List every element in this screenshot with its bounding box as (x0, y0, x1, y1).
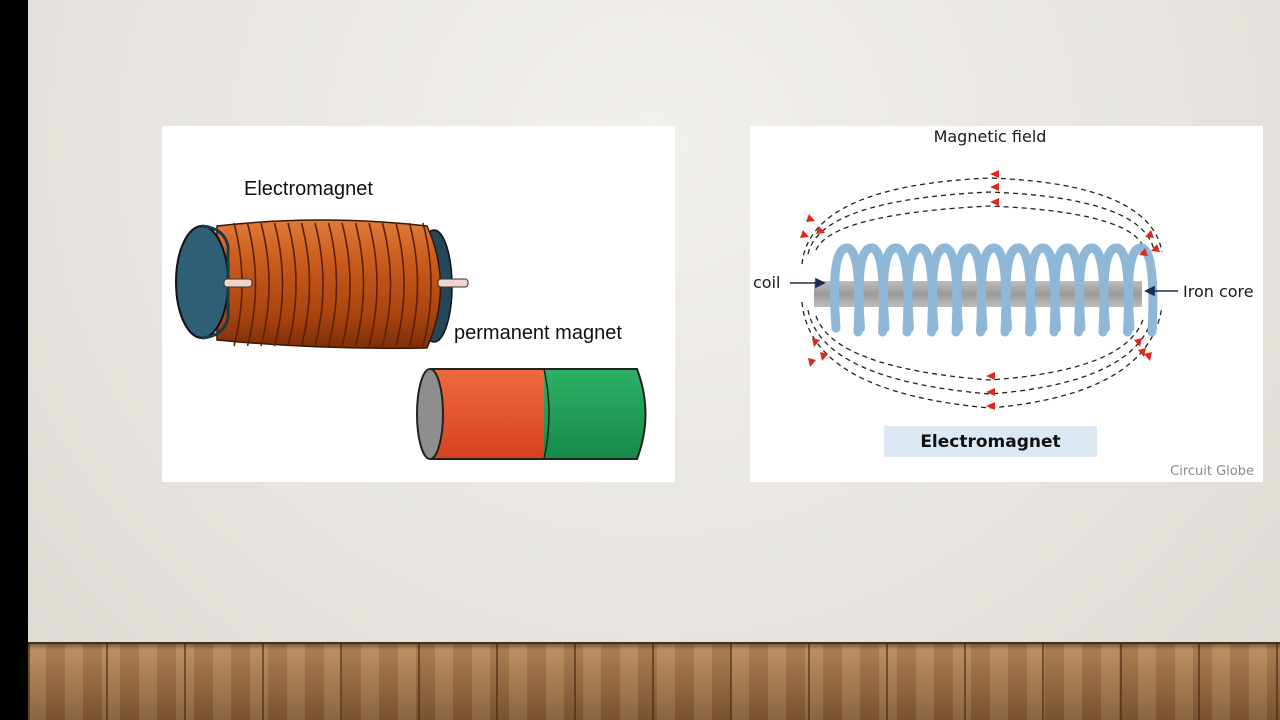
magnet-outline (430, 368, 647, 460)
field-arrow (1145, 230, 1154, 238)
field-arrow (1139, 248, 1148, 256)
copper-coil-body (216, 219, 442, 350)
field-arrow (1144, 352, 1152, 361)
field-arrow (816, 226, 825, 234)
copper-winding (246, 222, 257, 347)
right-diagram (790, 170, 1178, 410)
left-wire-lead (223, 278, 253, 288)
copper-winding (422, 222, 432, 347)
copper-winding (341, 222, 351, 347)
field-arrow (990, 183, 999, 191)
magnet-green-half (544, 369, 646, 459)
right-wire-lead (437, 278, 469, 288)
slide-background: Electromagnet permanent magnet (28, 0, 1280, 720)
magnet-divider (543, 368, 550, 460)
copper-winding (300, 222, 311, 347)
field-arrow (986, 402, 995, 410)
image-credit: Circuit Globe (1170, 464, 1254, 479)
blue-coil (830, 243, 1158, 337)
copper-winding (381, 222, 392, 347)
copper-winding (327, 222, 338, 347)
permanent-magnet-label: permanent magnet (454, 322, 622, 344)
label-pointer-arrows (790, 277, 1178, 297)
wooden-floor (28, 642, 1280, 720)
electromagnet-diagram-image: Magnetic field coil Iron core Electromag… (750, 126, 1263, 482)
copper-winding (273, 222, 284, 347)
copper-winding (395, 222, 405, 347)
field-direction-arrows (800, 170, 1160, 410)
magnet-red-half (430, 369, 544, 459)
field-arrow (990, 198, 999, 206)
field-arrow (1134, 338, 1142, 347)
copper-winding (408, 222, 419, 347)
field-arrow (820, 352, 828, 361)
copper-winding (354, 222, 365, 347)
field-arrow (806, 214, 815, 222)
copper-winding (314, 222, 324, 347)
coil-label: coil (753, 273, 781, 292)
caption-box: Electromagnet (884, 426, 1097, 457)
field-arrow (986, 388, 995, 396)
copper-winding (368, 222, 378, 347)
electromagnet-vs-permanent-magnet-image: Electromagnet permanent magnet (162, 126, 675, 482)
field-arrow (812, 338, 820, 347)
field-arrow (800, 230, 809, 238)
field-arrow (808, 358, 816, 367)
iron-core-label: Iron core (1183, 282, 1254, 301)
field-arrow (1138, 348, 1146, 357)
magnetic-field-lines (801, 177, 1163, 409)
magnet-end-face (416, 368, 444, 460)
copper-winding (260, 222, 270, 347)
copper-winding (287, 222, 297, 347)
field-arrow (986, 372, 995, 380)
field-arrow (1151, 244, 1160, 252)
field-arrow (990, 170, 999, 178)
magnetic-field-label: Magnetic field (933, 127, 1047, 146)
copper-windings (233, 222, 432, 347)
electromagnet-label: Electromagnet (244, 178, 373, 200)
left-illustration (175, 219, 647, 460)
core-front-end (175, 225, 229, 339)
electromagnet-caption: Electromagnet (920, 431, 1061, 452)
